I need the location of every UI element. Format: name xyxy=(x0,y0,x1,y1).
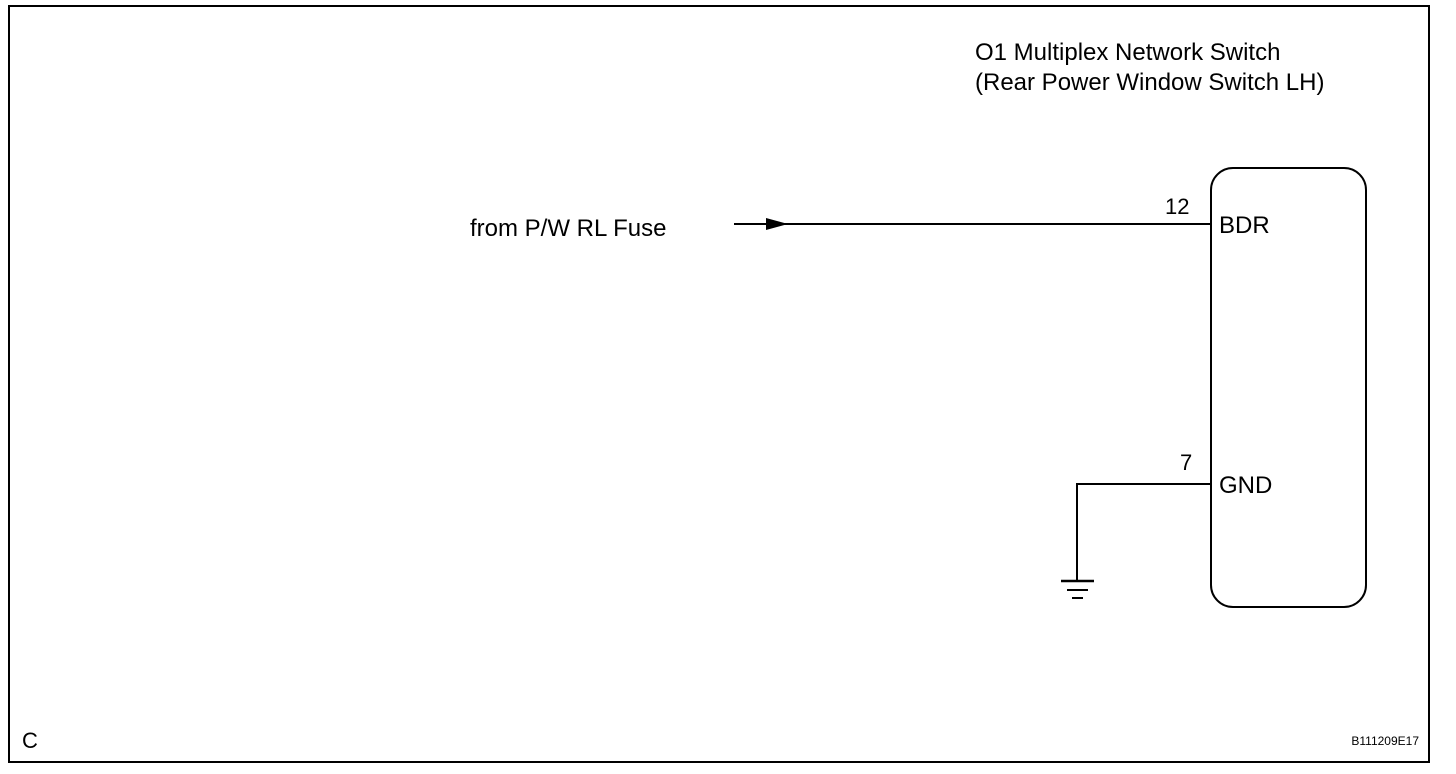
figure-code: B111209E17 xyxy=(1351,734,1419,748)
diagram-frame xyxy=(8,5,1430,763)
ground-icon xyxy=(1061,579,1094,599)
component-title-line2: (Rear Power Window Switch LH) xyxy=(975,69,1324,96)
switch-connector-box xyxy=(1210,167,1367,608)
source-label: from P/W RL Fuse xyxy=(470,215,666,242)
corner-letter: C xyxy=(22,728,38,753)
pin-bdr-name: BDR xyxy=(1219,212,1270,239)
pin-bdr-number: 12 xyxy=(1165,194,1189,219)
arrow-icon xyxy=(766,218,788,230)
component-title-line1: O1 Multiplex Network Switch xyxy=(975,39,1280,66)
gnd-wire xyxy=(1076,483,1211,581)
pin-gnd-number: 7 xyxy=(1180,450,1192,475)
pin-gnd-name: GND xyxy=(1219,472,1272,499)
